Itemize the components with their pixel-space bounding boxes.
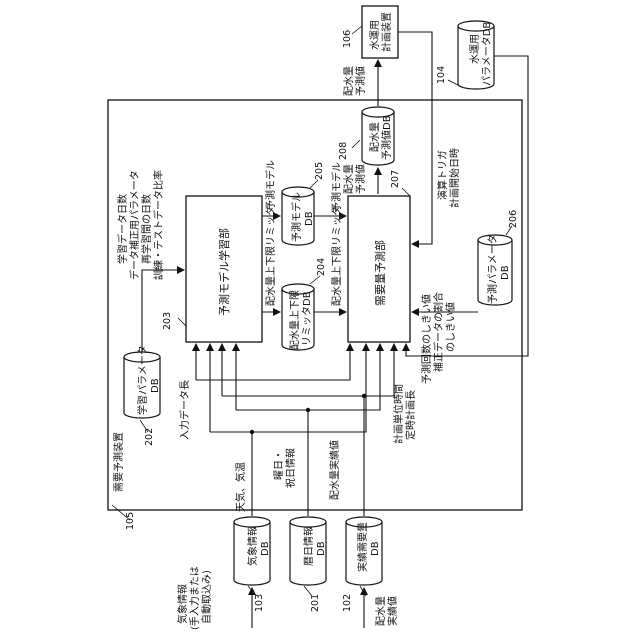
db-limiter: 配水量上下限 リミッタDB (282, 284, 314, 350)
learn-params-line1: 学習データ日数 (116, 194, 129, 264)
svg-text:気象情報: 気象情報 (246, 526, 259, 566)
db-pred-param: 予測パラメータ DB (478, 234, 512, 305)
day-info-line1: 曜日・ (273, 450, 285, 480)
svg-text:パラメータDB: パラメータDB (481, 22, 493, 86)
limiter-label-b: 配水量上下限リミッタ (331, 206, 343, 306)
actual-input-line1: 配水量 (375, 596, 387, 626)
db-pred-param-id: 206 (508, 210, 519, 228)
actual-values-label: 配水量実績値 (328, 440, 341, 500)
svg-text:DB: DB (260, 541, 271, 556)
svg-text:暦日情報: 暦日情報 (302, 526, 315, 566)
pred-model-label-b: 予測モデル (330, 162, 343, 212)
db-ops-param-id: 104 (436, 66, 447, 84)
day-info-line2: 祝日情報 (284, 448, 297, 488)
db-weather: 気象情報 DB (234, 517, 271, 585)
pred-params-line2: 補正データの割合 (432, 292, 445, 372)
svg-text:DB: DB (150, 378, 161, 393)
trigger-line1: 演算トリガ (436, 150, 449, 200)
plan-params-line1: 計画単位時間 (392, 384, 405, 444)
leader-102 (360, 586, 366, 596)
demand-prediction-id: 207 (390, 170, 401, 188)
db-calendar-id: 201 (310, 594, 321, 612)
arrow-calendar-207 (308, 344, 380, 410)
db-ops-param: 水運用 パラメータDB (458, 21, 494, 89)
db-learning-param: 学習パラメータ DB (124, 345, 161, 418)
leader-205 (310, 180, 318, 188)
db-pred-model-id: 205 (314, 162, 325, 180)
weather-temp-label: 天気、気温 (234, 462, 247, 512)
svg-text:水運用: 水運用 (469, 34, 481, 64)
planning-device-line1: 水運用 (369, 20, 381, 50)
arrow-weather-207 (252, 344, 366, 432)
model-learning-label: 予測モデル学習部 (217, 228, 231, 316)
db-forecast: 配水量 予測値DB (362, 107, 394, 165)
planning-device-line2: 計画装置 (380, 12, 393, 52)
trigger-line2: 計画開始日時 (448, 148, 461, 208)
forecast-out-line1: 配水量 (343, 164, 355, 194)
svg-text:予測値DB: 予測値DB (380, 115, 393, 160)
weather-input-line2: (手入力または (188, 566, 201, 630)
leader-204 (310, 276, 320, 284)
system-id: 105 (125, 512, 136, 530)
leader-207 (402, 188, 410, 196)
pred-params-line3: のしきい値 (444, 302, 457, 352)
svg-text:DB: DB (370, 541, 381, 556)
forecast-out-line2: 予測値 (354, 164, 367, 194)
demand-prediction-label: 需要量予測部 (373, 240, 387, 306)
svg-text:DB: DB (304, 211, 315, 226)
bus-input-length (196, 344, 350, 380)
learn-params-line3: 再学習間の日数 (140, 194, 153, 264)
db-limiter-id: 204 (316, 258, 327, 276)
db-pred-model: 予測モデル DB (282, 187, 315, 245)
limiter-label-a: 配水量上下限リミッタ (265, 206, 277, 306)
actual-input-line2: 実績値 (386, 596, 399, 626)
svg-text:リミッタDB: リミッタDB (301, 291, 313, 346)
learn-params-line2: データ補正用パラメータ (128, 170, 141, 280)
junction-weather (250, 430, 254, 434)
weather-input-line1: 気象情報 (176, 584, 189, 624)
leader-203 (178, 318, 186, 326)
svg-text:DB: DB (316, 541, 327, 556)
svg-text:DB: DB (500, 265, 511, 280)
forecast-top-line2: 予測値 (354, 66, 367, 96)
pred-params-line1: 予測回数のしきい値 (420, 294, 433, 384)
junction-actual (362, 394, 366, 398)
model-learning-id: 203 (162, 312, 173, 330)
pred-model-label-a: 予測モデル (264, 160, 277, 210)
svg-text:配水量上下限: 配水量上下限 (289, 290, 301, 350)
db-learning-param-id: 202 (144, 428, 155, 446)
db-weather-id: 103 (254, 594, 265, 612)
db-calendar: 暦日情報 DB (290, 517, 327, 585)
leader-106 (352, 26, 362, 34)
svg-text:配水量: 配水量 (369, 122, 381, 152)
svg-text:予測モデル: 予測モデル (290, 192, 303, 242)
db-actual: 実績需要量 DB (346, 517, 382, 585)
leader-208 (352, 140, 360, 148)
svg-text:実績需要量: 実績需要量 (356, 522, 369, 572)
weather-input-line3: 自動取込み) (200, 570, 213, 624)
svg-text:予測パラメータ: 予測パラメータ (486, 234, 499, 304)
plan-params-line2: 定時計画長 (404, 390, 417, 440)
db-actual-id: 102 (342, 594, 353, 612)
input-length-label: 入力データ長 (178, 380, 191, 440)
forecast-top-line1: 配水量 (343, 66, 355, 96)
db-forecast-id: 208 (338, 142, 349, 160)
svg-text:学習パラメータ: 学習パラメータ (136, 345, 149, 415)
arrow-actual-207 (364, 344, 394, 396)
system-name: 需要予測装置 (112, 432, 125, 492)
junction-calendar (306, 408, 310, 412)
learn-params-line4: 訓練・テストデータ比率 (152, 170, 165, 280)
arrow-learn-params (142, 270, 184, 352)
planning-device-id: 106 (342, 30, 353, 48)
